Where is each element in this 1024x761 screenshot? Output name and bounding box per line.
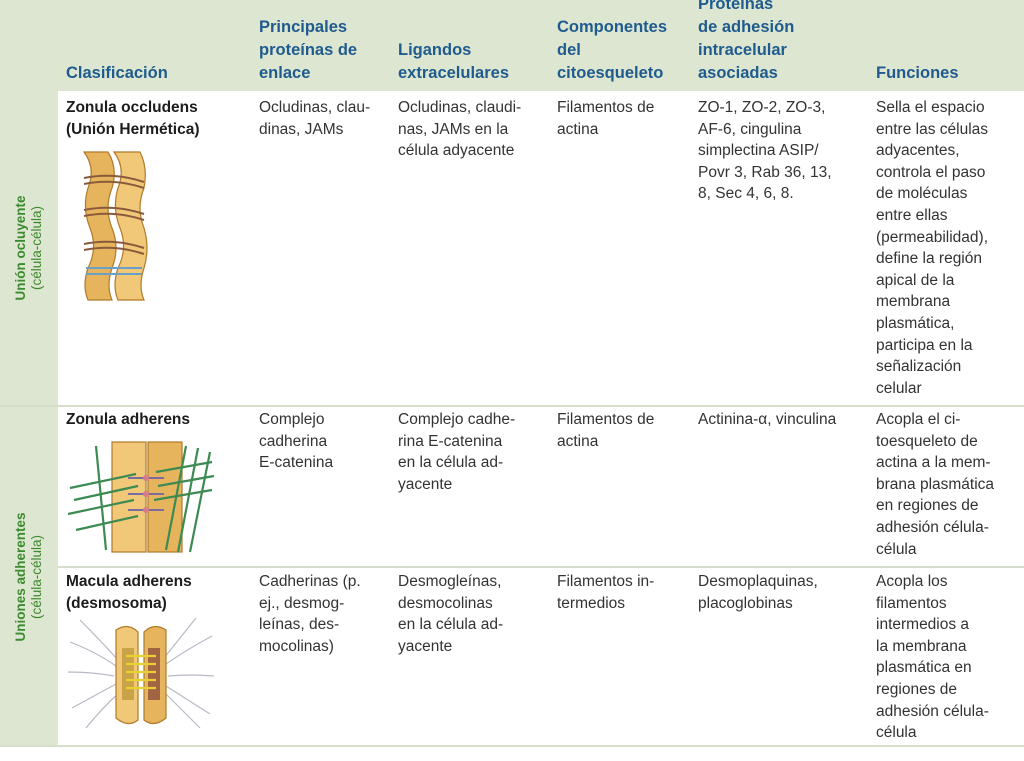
group-ocluyente-label: Unión ocluyente (célula-célula)	[13, 195, 45, 300]
cell-proteinas: Cadherinas (p. ej., desmog- leínas, des-…	[259, 573, 361, 655]
cell-ligandos: Desmogleínas, desmocolinas en la célula …	[398, 573, 504, 655]
group-ocluyente-subtitle: (célula-célula)	[29, 205, 44, 291]
header-clasificacion: Clasificación	[66, 64, 168, 82]
header-intracelular: Proteínas de adhesión intracelular asoci…	[698, 0, 795, 82]
cell-funciones: Sella el espacio entre las células adyac…	[876, 99, 989, 397]
adherens-junction-illustration	[67, 441, 215, 553]
row-name: Zonula adherens	[66, 411, 191, 428]
cell-componentes: Filamentos in- termedios	[557, 573, 655, 612]
tight-junction-illustration	[82, 151, 148, 301]
header-ligandos: Ligandos extracelulares	[398, 41, 509, 82]
row-divider	[58, 566, 1024, 568]
cell-componentes: Filamentos de actina	[557, 411, 655, 450]
header-proteinas: Principales proteínas de enlace	[259, 18, 358, 82]
cell-ligandos: Ocludinas, claudi- nas, JAMs en la célul…	[398, 99, 522, 160]
row-name: Zonula occludens (Unión Hermética)	[66, 99, 200, 138]
group-ocluyente: Unión ocluyente (célula-célula)	[0, 91, 58, 405]
cell-intracelular: Actinina-α, vinculina	[698, 411, 837, 428]
table-header: Clasificación Principales proteínas de e…	[0, 0, 1024, 91]
header-componentes: Componentes del citoesqueleto	[557, 18, 668, 82]
cell-funciones: Acopla el ci- toesqueleto de actina a la…	[876, 411, 995, 558]
row-divider	[0, 745, 1024, 747]
group-adherentes: Uniones adherentes (célula-célula)	[0, 407, 58, 747]
cell-proteinas: Complejo cadherina E-catenina	[259, 411, 334, 472]
group-adherentes-title: Uniones adherentes	[13, 512, 28, 642]
group-adherentes-subtitle: (célula-célula)	[29, 534, 44, 620]
cell-proteinas: Ocludinas, clau- dinas, JAMs	[259, 99, 371, 138]
cell-intracelular: Desmoplaquinas, placoglobinas	[698, 573, 818, 612]
row-name: Macula adherens (desmosoma)	[66, 573, 192, 612]
cell-funciones: Acopla los filamentos intermedios a la m…	[876, 573, 989, 742]
group-ocluyente-title: Unión ocluyente	[13, 195, 28, 301]
group-adherentes-label: Uniones adherentes (célula-célula)	[13, 512, 45, 641]
cell-componentes: Filamentos de actina	[557, 99, 655, 138]
desmosome-illustration	[67, 617, 215, 729]
header-funciones: Funciones	[876, 64, 959, 82]
row-divider	[0, 405, 1024, 407]
cell-intracelular: ZO-1, ZO-2, ZO-3, AF-6, cingulina simple…	[698, 99, 832, 203]
cell-ligandos: Complejo cadhe- rina E-catenina en la cé…	[398, 411, 516, 493]
